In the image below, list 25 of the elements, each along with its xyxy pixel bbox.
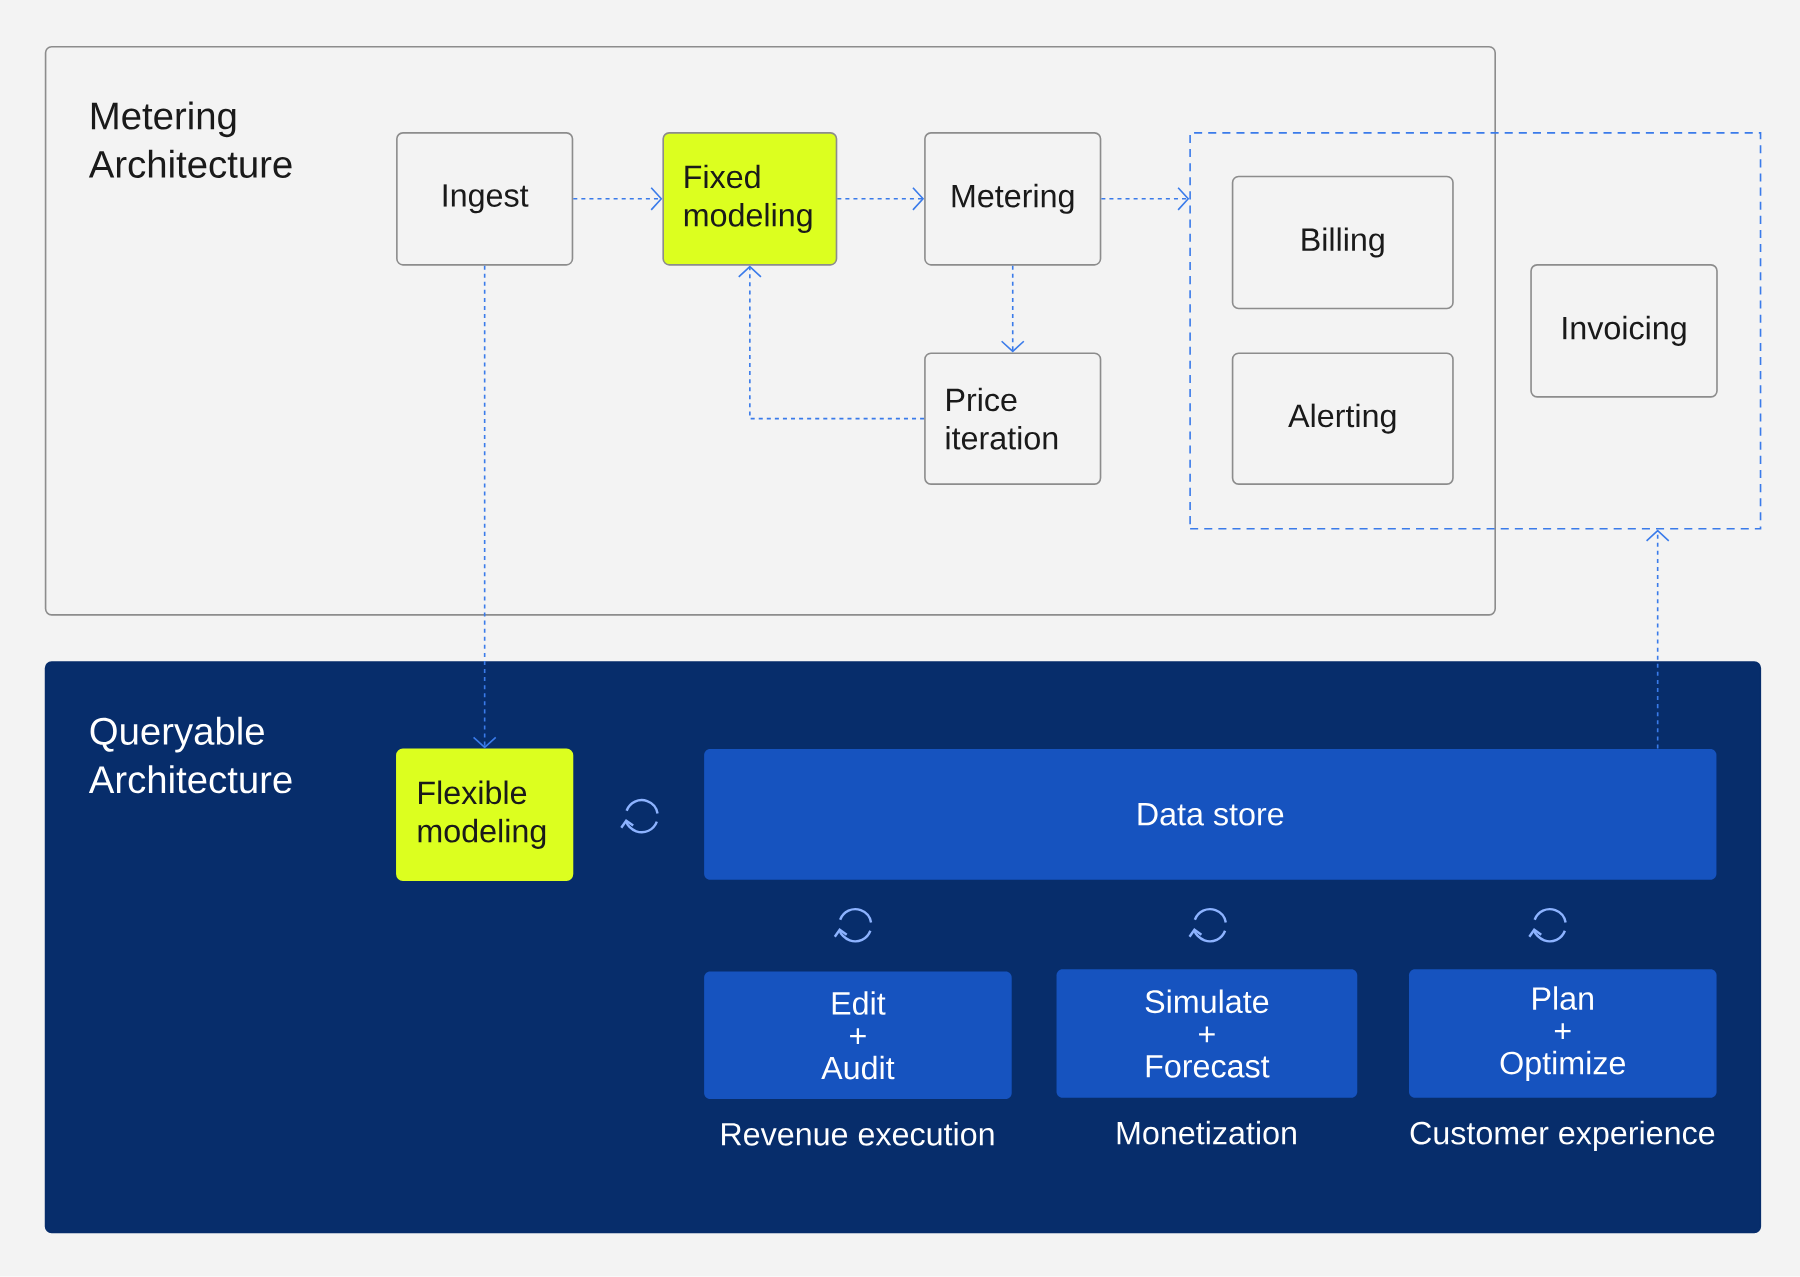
process-box: Alerting	[1231, 352, 1454, 486]
caption-text: Monetization	[1117, 1121, 1296, 1145]
arrow	[1100, 187, 1190, 211]
process-box: Ingest	[396, 132, 574, 266]
dashed-group-box	[1189, 132, 1762, 530]
process-box: Plan + Optimize	[1408, 969, 1717, 1099]
process-box: Billing	[1231, 175, 1454, 310]
process-box: Data store	[704, 749, 1717, 880]
process-box: Edit + Audit	[704, 971, 1012, 1100]
process-box: Price iteration	[924, 352, 1102, 486]
caption-text: Customer experience	[1410, 1121, 1715, 1152]
arrow	[1000, 265, 1025, 353]
arrow	[472, 265, 497, 749]
panel-title: Metering Architecture	[88, 101, 292, 179]
process-box: Flexible modeling	[396, 748, 574, 882]
caption-text: Revenue execution	[722, 1122, 994, 1146]
arrow	[572, 187, 663, 211]
arrow	[737, 265, 925, 420]
arrow	[1645, 529, 1670, 750]
process-box: Fixed modeling	[662, 132, 838, 266]
process-box: Invoicing	[1530, 264, 1718, 398]
panel-title: Queryable Architecture	[88, 716, 292, 794]
process-box: Metering	[924, 132, 1102, 266]
arrow	[836, 187, 925, 211]
process-box: Simulate + Forecast	[1056, 969, 1358, 1099]
